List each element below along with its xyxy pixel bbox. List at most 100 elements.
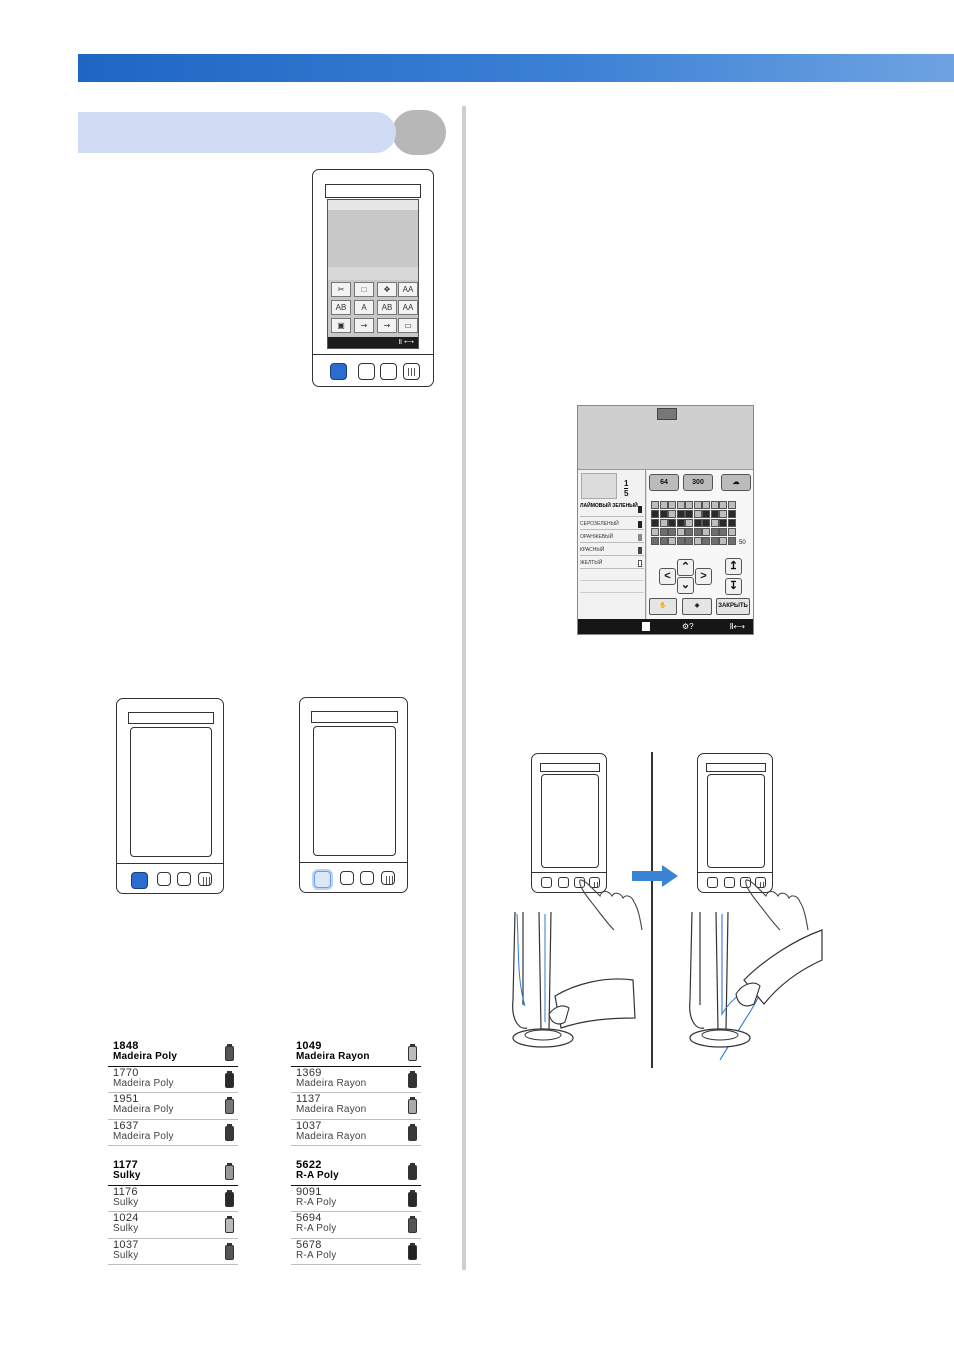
help-button[interactable]: ⚙? bbox=[682, 622, 694, 631]
needle-position-key[interactable] bbox=[358, 363, 375, 380]
color-swatch[interactable] bbox=[676, 510, 685, 518]
thread-row[interactable]: КРАСНЫЙ bbox=[580, 544, 644, 556]
palette-64-tab[interactable]: 64 bbox=[649, 474, 679, 491]
color-swatch[interactable] bbox=[676, 519, 685, 527]
memory-button[interactable]: ▣ bbox=[331, 318, 351, 333]
usb-media-button[interactable]: ⇝ bbox=[377, 318, 397, 333]
automatic-threading-key[interactable] bbox=[589, 877, 600, 888]
automatic-threading-key[interactable] bbox=[198, 872, 212, 886]
usb-button[interactable]: ⇝ bbox=[354, 318, 374, 333]
color-swatch[interactable] bbox=[702, 510, 710, 518]
user-palette-tab[interactable]: ☁ bbox=[721, 474, 751, 491]
thread-row[interactable]: СЕРОЗЕЛЕНЫЙ bbox=[580, 518, 644, 530]
hand-pointer-icon bbox=[745, 879, 809, 931]
color-swatch[interactable] bbox=[659, 528, 668, 536]
color-swatch[interactable] bbox=[710, 537, 719, 545]
thread-row[interactable]: ЖЕЛТЫЙ bbox=[580, 557, 644, 569]
color-swatch[interactable] bbox=[719, 528, 727, 536]
color-swatch[interactable] bbox=[693, 528, 702, 536]
color-swatch[interactable] bbox=[685, 510, 693, 518]
color-swatch[interactable] bbox=[710, 501, 719, 509]
color-swatch[interactable] bbox=[668, 501, 676, 509]
color-swatch[interactable] bbox=[668, 528, 676, 536]
needle-position-key[interactable] bbox=[340, 871, 354, 885]
color-swatch[interactable] bbox=[693, 519, 702, 527]
color-swatch[interactable] bbox=[702, 519, 710, 527]
color-swatch[interactable] bbox=[659, 519, 668, 527]
thread-cutter-key[interactable] bbox=[380, 363, 397, 380]
start-stop-key[interactable] bbox=[131, 872, 148, 889]
automatic-threading-key[interactable] bbox=[381, 871, 395, 885]
color-swatch[interactable] bbox=[659, 537, 668, 545]
color-swatch[interactable] bbox=[727, 528, 736, 536]
scroll-up-button[interactable]: ↥ bbox=[725, 558, 742, 575]
color-swatch[interactable] bbox=[693, 501, 702, 509]
color-swatch[interactable] bbox=[719, 537, 727, 545]
color-swatch[interactable] bbox=[668, 510, 676, 518]
color-palette[interactable] bbox=[651, 501, 736, 546]
close-button[interactable]: ЗАКРЫТЬ bbox=[716, 598, 750, 615]
start-stop-key[interactable] bbox=[330, 363, 347, 380]
arrow-up-button[interactable]: ⌃ bbox=[677, 559, 694, 576]
arrow-right-button[interactable]: > bbox=[695, 568, 712, 585]
color-swatch[interactable] bbox=[719, 501, 727, 509]
palette-300-tab[interactable]: 300 bbox=[683, 474, 713, 491]
thread-cutter-key[interactable] bbox=[360, 871, 374, 885]
color-swatch[interactable] bbox=[727, 519, 736, 527]
color-swatch[interactable] bbox=[719, 519, 727, 527]
color-swatch[interactable] bbox=[702, 537, 710, 545]
decorative-pattern-button[interactable]: ❖ bbox=[377, 282, 397, 297]
thread-row[interactable]: ЛАЙМОВЫЙ ЗЕЛЕНЫЙ bbox=[580, 503, 644, 517]
color-swatch[interactable] bbox=[693, 510, 702, 518]
arrow-down-button[interactable]: ⌄ bbox=[677, 577, 694, 594]
monogram-button[interactable]: AB bbox=[331, 300, 351, 315]
applique-button[interactable]: A bbox=[354, 300, 374, 315]
hand-move-button[interactable]: ✋ bbox=[649, 598, 677, 615]
needle-position-key[interactable] bbox=[724, 877, 735, 888]
color-swatch[interactable] bbox=[727, 510, 736, 518]
color-swatch[interactable] bbox=[710, 519, 719, 527]
color-swatch[interactable] bbox=[710, 510, 719, 518]
color-swatch[interactable] bbox=[710, 528, 719, 536]
color-swatch[interactable] bbox=[651, 510, 659, 518]
color-swatch[interactable] bbox=[685, 528, 693, 536]
start-stop-key[interactable] bbox=[314, 871, 331, 888]
color-swatch[interactable] bbox=[659, 510, 668, 518]
embroidery-pattern-button[interactable]: ✂ bbox=[331, 282, 351, 297]
color-swatch[interactable] bbox=[676, 537, 685, 545]
alphabet-button[interactable]: AA bbox=[398, 282, 418, 297]
start-stop-key[interactable] bbox=[541, 877, 552, 888]
color-swatch[interactable] bbox=[651, 501, 659, 509]
start-stop-key[interactable] bbox=[707, 877, 718, 888]
color-swatch[interactable] bbox=[685, 537, 693, 545]
automatic-threading-key[interactable] bbox=[755, 877, 766, 888]
color-swatch[interactable] bbox=[651, 537, 659, 545]
color-swatch[interactable] bbox=[668, 537, 676, 545]
color-swatch[interactable] bbox=[676, 501, 685, 509]
scroll-down-button[interactable]: ↧ bbox=[725, 578, 742, 595]
color-swatch[interactable] bbox=[668, 519, 676, 527]
color-swatch[interactable] bbox=[702, 501, 710, 509]
color-swatch[interactable] bbox=[727, 537, 736, 545]
color-swatch[interactable] bbox=[685, 519, 693, 527]
color-swatch[interactable] bbox=[693, 537, 702, 545]
thread-cutter-key[interactable] bbox=[177, 872, 191, 886]
color-swatch[interactable] bbox=[719, 510, 727, 518]
outline-alphabet-button[interactable]: AB bbox=[377, 300, 397, 315]
frame-pattern-button[interactable]: □ bbox=[354, 282, 374, 297]
color-swatch[interactable] bbox=[651, 519, 659, 527]
color-swatch[interactable] bbox=[659, 501, 668, 509]
color-swatch[interactable] bbox=[676, 528, 685, 536]
sort-button[interactable]: ◈ bbox=[682, 598, 712, 615]
color-swatch[interactable] bbox=[727, 501, 736, 509]
pc-button[interactable]: ▭ bbox=[398, 318, 418, 333]
thread-row[interactable]: ОРАНЖЕВЫЙ bbox=[580, 531, 644, 543]
automatic-threading-key[interactable] bbox=[403, 363, 420, 380]
needle-position-key[interactable] bbox=[157, 872, 171, 886]
color-swatch[interactable] bbox=[685, 501, 693, 509]
color-swatch[interactable] bbox=[702, 528, 710, 536]
needle-position-key[interactable] bbox=[558, 877, 569, 888]
arrow-left-button[interactable]: < bbox=[659, 568, 676, 585]
color-swatch[interactable] bbox=[651, 528, 659, 536]
small-alphabet-button[interactable]: AA bbox=[398, 300, 418, 315]
